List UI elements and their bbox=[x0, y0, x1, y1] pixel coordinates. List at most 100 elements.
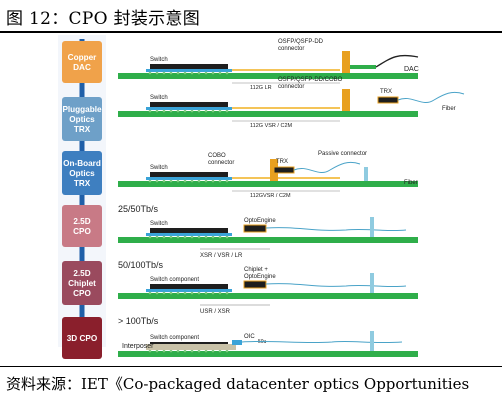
pcb-board bbox=[118, 181, 418, 187]
switch-chip bbox=[150, 284, 228, 289]
stage-row-2: PluggableOpticsTRXSwitchOSFP/QSFP-DD/COB… bbox=[62, 77, 465, 141]
solder-ball bbox=[162, 71, 166, 75]
solder-ball bbox=[218, 235, 222, 239]
solder-ball bbox=[169, 349, 173, 353]
solder-ball bbox=[155, 235, 159, 239]
stage-label-box bbox=[62, 261, 102, 305]
switch-label: Switch component bbox=[150, 335, 199, 341]
figure-source: 资料来源：IET《Co-packaged datacenter optics O… bbox=[6, 375, 470, 393]
fiber-line bbox=[397, 91, 465, 104]
solder-ball bbox=[190, 291, 194, 295]
solder-ball bbox=[190, 71, 194, 75]
edge-connector bbox=[342, 51, 350, 73]
solder-ball bbox=[218, 71, 222, 75]
solder-ball bbox=[197, 179, 201, 183]
solder-ball bbox=[197, 291, 201, 295]
connector-label: connector bbox=[208, 160, 234, 166]
solder-ball bbox=[162, 235, 166, 239]
stage-label-box bbox=[62, 41, 102, 83]
stage-row-3: On-BoardOpticsTRXSwitchCOBOconnector112G… bbox=[62, 151, 418, 199]
solder-ball bbox=[169, 291, 173, 295]
solder-ball bbox=[155, 179, 159, 183]
solder-ball bbox=[225, 179, 229, 183]
solder-ball bbox=[183, 291, 187, 295]
solder-ball bbox=[176, 235, 180, 239]
opto-engine-label: Chiplet + bbox=[244, 267, 268, 273]
solder-ball bbox=[204, 291, 208, 295]
solder-ball bbox=[162, 179, 166, 183]
solder-ball bbox=[211, 179, 215, 183]
solder-ball bbox=[190, 349, 194, 353]
opto-engine-label: OptoEngine bbox=[244, 218, 276, 224]
solder-ball bbox=[176, 71, 180, 75]
stage-label-box bbox=[62, 317, 102, 359]
edge-connector bbox=[342, 89, 350, 111]
interposer-layer bbox=[146, 344, 236, 350]
switch-label: Switch bbox=[150, 57, 168, 63]
solder-ball bbox=[148, 291, 152, 295]
switch-substrate bbox=[146, 177, 232, 180]
pcb-board bbox=[118, 351, 418, 357]
pcb-board bbox=[118, 111, 418, 117]
bottom-rule bbox=[0, 366, 502, 367]
stage-label-text: CPO bbox=[73, 227, 91, 236]
solder-ball bbox=[197, 349, 201, 353]
solder-ball bbox=[218, 291, 222, 295]
solder-ball bbox=[176, 179, 180, 183]
switch-label: Switch bbox=[150, 221, 168, 227]
interposer-label: Interposer bbox=[122, 343, 154, 350]
solder-ball bbox=[204, 349, 208, 353]
stage-label-text: Optics bbox=[69, 169, 95, 178]
connector-label: connector bbox=[278, 46, 304, 52]
solder-ball bbox=[183, 71, 187, 75]
switch-chip bbox=[150, 102, 228, 107]
solder-ball bbox=[197, 109, 201, 113]
solder-ball bbox=[190, 109, 194, 113]
stage-label-text: Copper bbox=[68, 53, 97, 62]
solder-ball bbox=[183, 109, 187, 113]
link-label: 112G LR bbox=[250, 85, 272, 91]
solder-ball bbox=[155, 291, 159, 295]
dac-label: DAC bbox=[404, 66, 419, 73]
passive-connector bbox=[364, 167, 368, 181]
fiber-line bbox=[265, 283, 407, 288]
link-label: 112G VSR / C2M bbox=[250, 123, 292, 129]
connector-label: connector bbox=[278, 84, 304, 90]
solder-ball bbox=[190, 179, 194, 183]
switch-label: Switch bbox=[150, 165, 168, 171]
figure-title: 图 12：CPO 封装示意图 bbox=[6, 9, 201, 29]
stage-label-text: Optics bbox=[69, 115, 95, 124]
switch-substrate bbox=[146, 69, 232, 72]
stage-label-text: TRX bbox=[74, 125, 91, 134]
fiber-line bbox=[293, 161, 361, 174]
solder-ball bbox=[162, 349, 166, 353]
fiber-line bbox=[265, 227, 407, 232]
throughput-label: 25/50Tb/s bbox=[118, 204, 159, 214]
solder-ball bbox=[211, 291, 215, 295]
fiber-line bbox=[241, 340, 403, 344]
connector-label: OSFP/QSFP-DD/COBO bbox=[278, 77, 343, 83]
solder-ball bbox=[148, 71, 152, 75]
stage-label-text: On-Board bbox=[63, 159, 101, 168]
throughput-label: > 100Tb/s bbox=[118, 316, 159, 326]
stage-label-text: CPO bbox=[73, 289, 91, 298]
packaging-diagram: CopperDACSwitchOSFP/QSFP-DDconnector112G… bbox=[58, 35, 465, 359]
oic-label: OIC bbox=[244, 334, 255, 340]
switch-substrate bbox=[146, 233, 232, 236]
solder-ball bbox=[155, 349, 159, 353]
solder-ball bbox=[218, 109, 222, 113]
connector-label: COBO bbox=[208, 153, 226, 159]
solder-ball bbox=[169, 235, 173, 239]
solder-ball bbox=[204, 71, 208, 75]
solder-ball bbox=[225, 349, 229, 353]
solder-ball bbox=[204, 235, 208, 239]
top-rule bbox=[0, 31, 502, 33]
switch-substrate bbox=[146, 107, 232, 110]
switch-substrate bbox=[146, 289, 232, 292]
switch-label: Switch bbox=[150, 95, 168, 101]
stage-label-text: 2.5D bbox=[73, 217, 90, 226]
stage-label-text: 3D CPO bbox=[67, 334, 98, 343]
fiber-label: Fiber bbox=[404, 180, 418, 186]
solder-ball bbox=[225, 235, 229, 239]
